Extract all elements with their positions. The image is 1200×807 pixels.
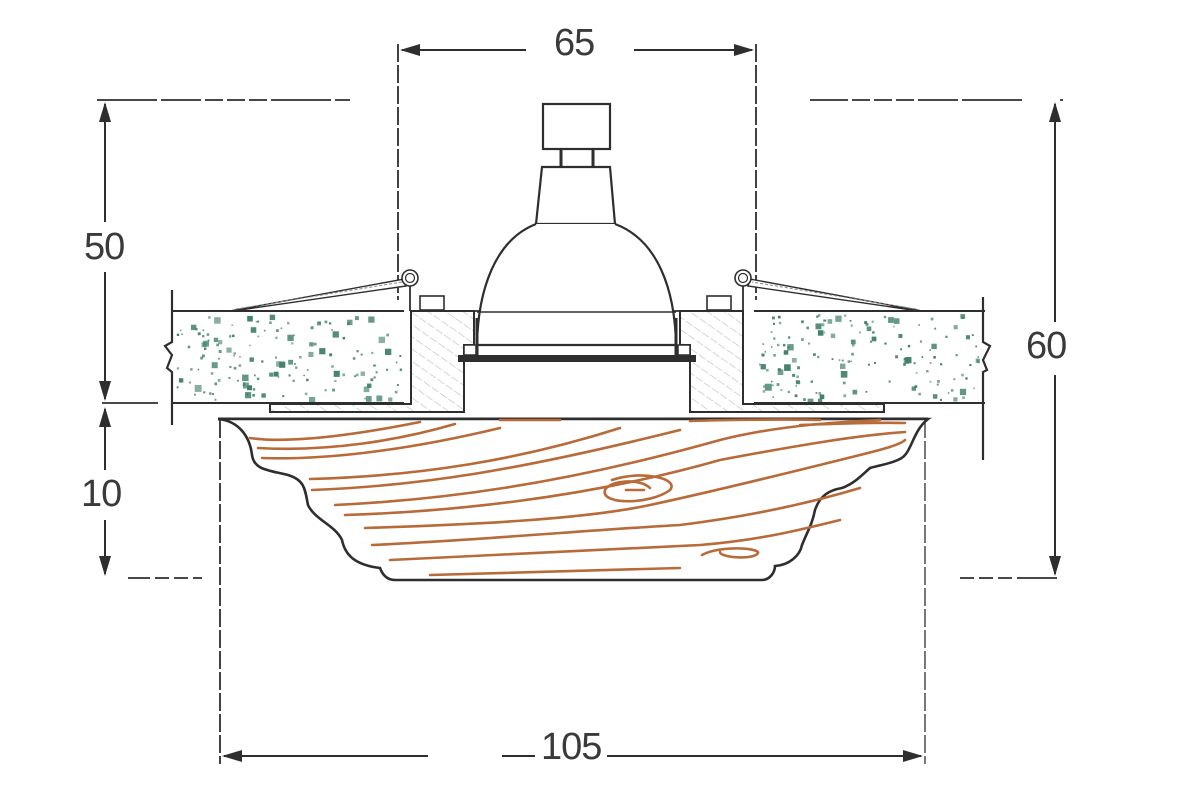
dimension-60 — [960, 102, 1061, 579]
ceiling-panel — [163, 290, 992, 460]
dimension-105 — [219, 420, 926, 764]
spring-clip-right — [706, 269, 923, 312]
dimension-10 — [99, 407, 202, 579]
wooden-decorative-frame — [217, 417, 932, 582]
dimension-50 — [99, 102, 158, 404]
reflector-lamp — [475, 102, 678, 356]
dimension-label-60: 60 — [1026, 325, 1067, 367]
dimension-label-10: 10 — [81, 473, 122, 515]
dimension-label-65: 65 — [548, 24, 601, 62]
dimension-label-105: 105 — [535, 728, 608, 766]
dimension-label-50: 50 — [84, 226, 125, 268]
dimension-65 — [397, 44, 757, 300]
spring-clip-left — [229, 269, 445, 312]
